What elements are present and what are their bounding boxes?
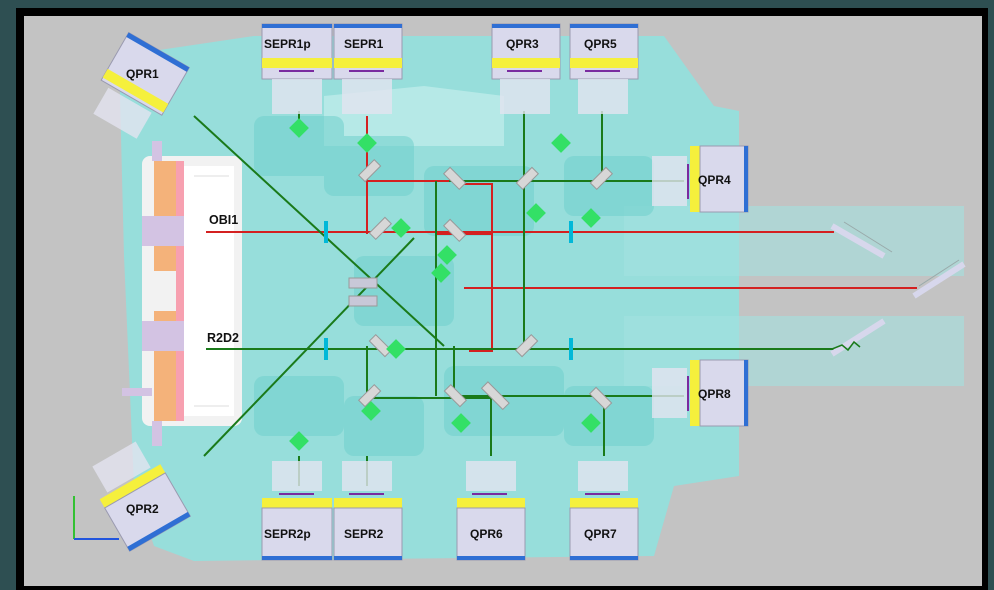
viewport-upper [830, 221, 893, 259]
module-qpr5: QPR5 [569, 23, 639, 114]
beam-splitters [348, 158, 614, 411]
module-sepr1p: SEPR1p [261, 23, 333, 114]
lenses [324, 221, 573, 360]
optical-layout-diagram: SEPR1p SEPR1 QPR3 QPR5 SEPR2p [73, 23, 966, 561]
module-qpr6: QPR6 [456, 461, 526, 561]
module-sepr2: SEPR2 [333, 461, 403, 561]
module-qpr4: QPR4 [652, 145, 749, 213]
module-sepr1: SEPR1 [333, 23, 403, 114]
label-qpr6: QPR6 [470, 527, 503, 541]
optics-bench-shading [254, 116, 654, 456]
module-qpr7: QPR7 [569, 461, 639, 561]
label-sepr1: SEPR1 [344, 37, 384, 51]
module-sepr2p: SEPR2p [261, 461, 333, 561]
module-qpr1 [93, 31, 190, 139]
label-sepr2: SEPR2 [344, 527, 384, 541]
axis-indicator [73, 496, 119, 540]
label-obi1: OBI1 [209, 213, 238, 227]
optical-layout-canvas: SEPR1p SEPR1 QPR3 QPR5 SEPR2p [24, 16, 982, 586]
viewport-lower [830, 318, 886, 357]
viewport-middle [912, 259, 966, 299]
label-qpr7: QPR7 [584, 527, 617, 541]
cryostat [122, 141, 242, 446]
label-r2d2: R2D2 [207, 331, 239, 345]
label-qpr2: QPR2 [126, 502, 159, 516]
label-qpr4: QPR4 [698, 173, 731, 187]
label-qpr5: QPR5 [584, 37, 617, 51]
module-qpr8: QPR8 [652, 359, 749, 427]
label-qpr8: QPR8 [698, 387, 731, 401]
label-qpr1: QPR1 [126, 67, 159, 81]
optics-bench [119, 36, 964, 561]
label-sepr2p: SEPR2p [264, 527, 311, 541]
label-qpr3: QPR3 [506, 37, 539, 51]
module-qpr3: QPR3 [491, 23, 561, 114]
module-qpr2 [92, 441, 191, 552]
label-sepr1p: SEPR1p [264, 37, 311, 51]
